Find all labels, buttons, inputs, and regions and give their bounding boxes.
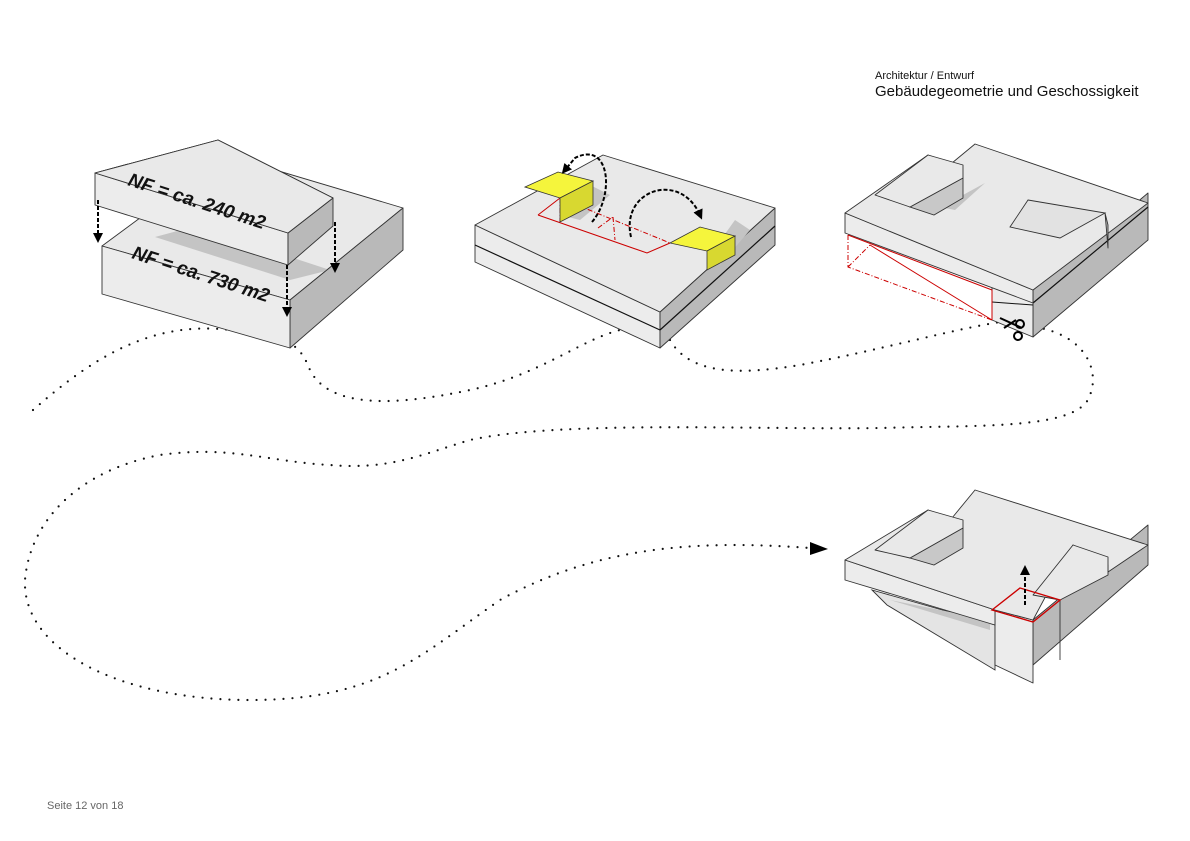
dotted-path <box>23 320 1095 702</box>
diagram-3-u-block-cut <box>844 143 1149 341</box>
scissors-icon <box>999 317 1025 341</box>
diagram-4-final-geometry <box>844 489 1149 684</box>
diagram-1-stacked-floors: NF = ca. 240 m2 NF = ca. 730 m2 <box>93 139 404 349</box>
arrowhead-icon <box>810 542 828 555</box>
page-title: Gebäudegeometrie und Geschossigkeit <box>875 83 1139 100</box>
header-category: Architektur / Entwurf <box>875 70 975 82</box>
curved-arrow-icon <box>561 153 608 223</box>
curved-arrow-icon <box>628 188 703 238</box>
page-indicator: Seite 12 von 18 <box>47 800 124 812</box>
diagram-2-courtyard-relocation <box>474 153 776 349</box>
header: Architektur / Entwurf Gebäudegeometrie u… <box>875 70 1139 101</box>
